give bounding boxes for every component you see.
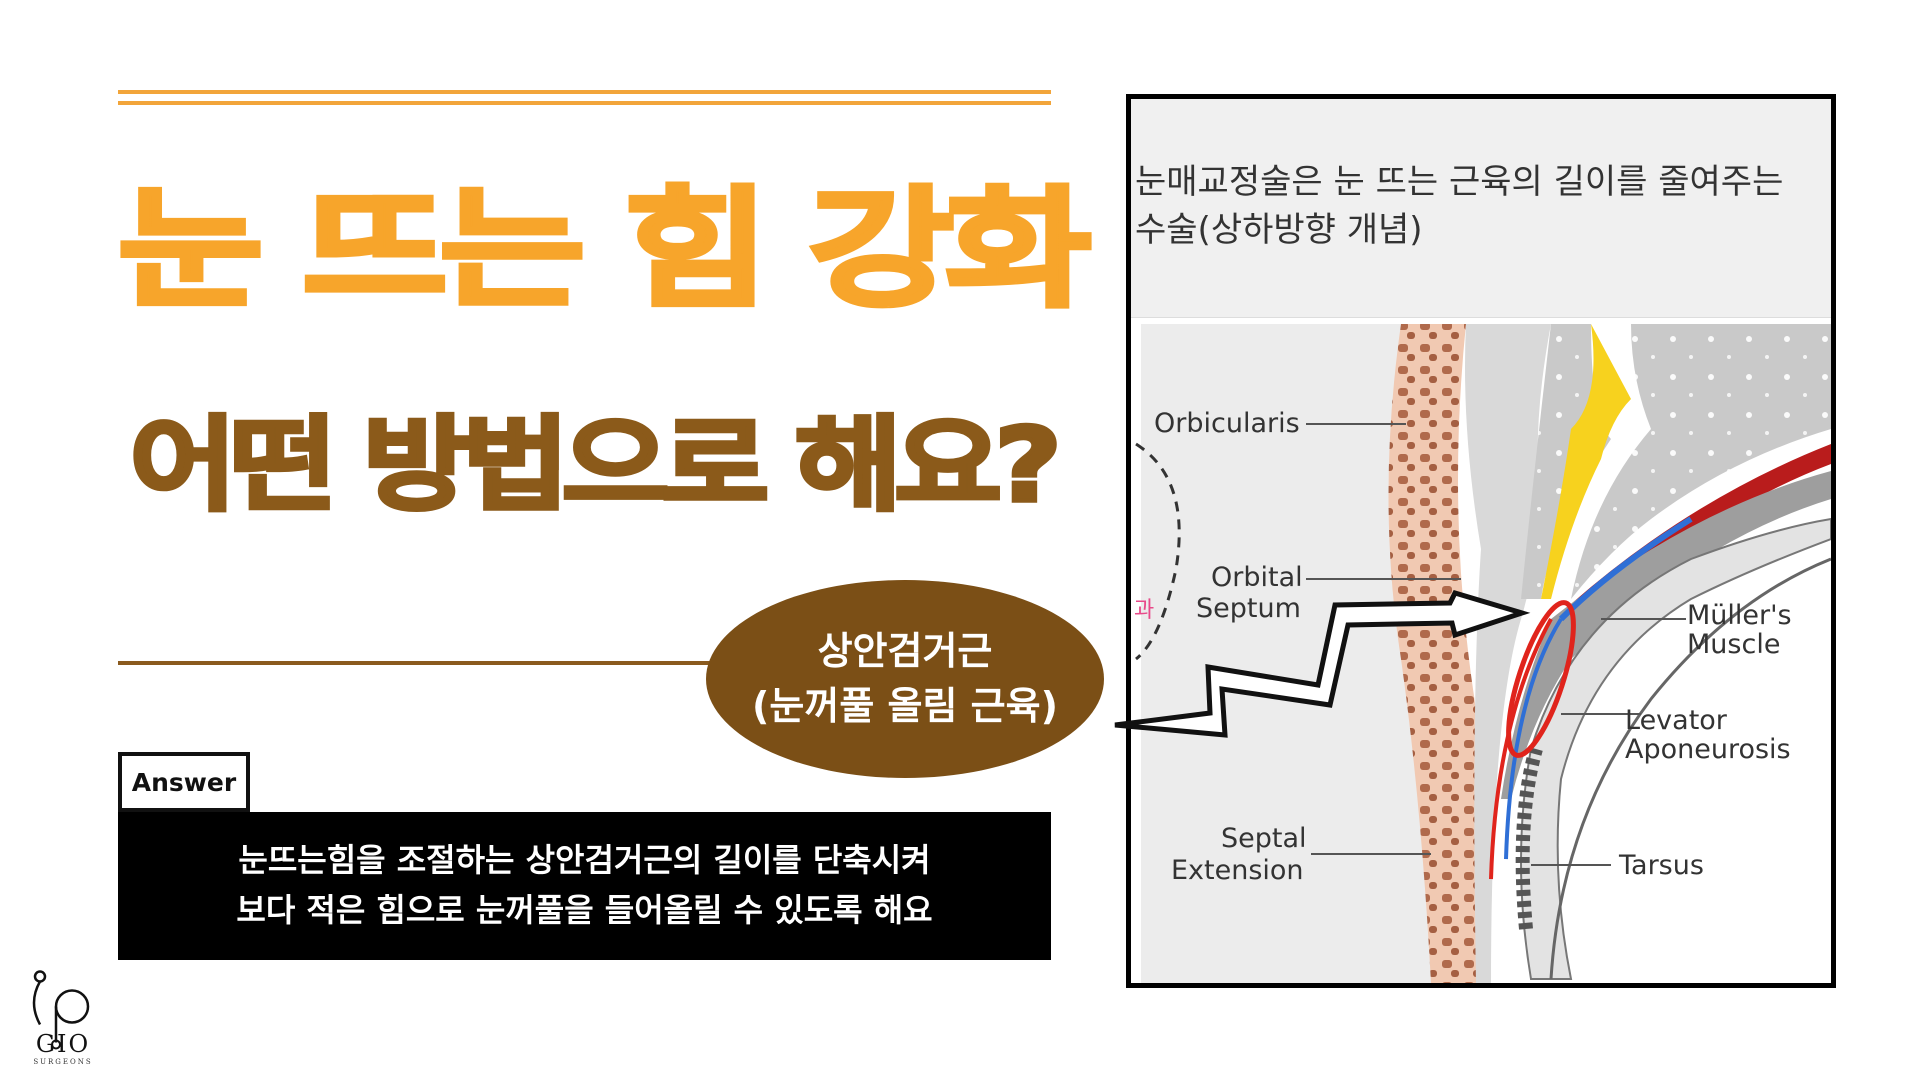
- muller-muscle-gray: [1501, 471, 1831, 799]
- label-levator-line1: Levator: [1625, 705, 1728, 736]
- label-tarsus: Tarsus: [1618, 850, 1704, 881]
- headline-line1: 눈 뜨는 힘 강화: [115, 174, 1094, 326]
- top-divider-line: [118, 90, 1051, 94]
- diagram-caption-line1: 눈매교정술은 눈 뜨는 근육의 길이를 줄여주는: [1135, 162, 1784, 202]
- orbital-fat: [1521, 324, 1611, 599]
- callout-line2: (눈꺼풀 올림 근육): [752, 684, 1058, 728]
- label-septal-line1: Septal: [1221, 823, 1307, 854]
- logo-name: GIO: [35, 1030, 91, 1058]
- top-divider-line: [118, 101, 1051, 105]
- callout-line1: 상안검거근: [817, 628, 993, 673]
- fat-yellow: [1541, 324, 1631, 599]
- diagram-header: 눈매교정술은 눈 뜨는 근육의 길이를 줄여주는 수술(상하방향 개념): [1131, 99, 1831, 318]
- logo-sub: SURGEONS: [33, 1058, 93, 1066]
- gio-logo-icon: [32, 970, 90, 1050]
- answer-box: 눈뜨는힘을 조절하는 상안검거근의 길이를 단축시켜 보다 적은 힘으로 눈꺼풀…: [118, 812, 1051, 960]
- answer-line2: 보다 적은 힘으로 눈꺼풀을 들어올릴 수 있도록 해요: [236, 891, 933, 929]
- skin-region: [1141, 324, 1461, 983]
- headline-line2: 어떤 방법으로 해요?: [128, 406, 1065, 525]
- tarsal-gland: [1515, 747, 1543, 930]
- diagram-caption: 눈매교정술은 눈 뜨는 근육의 길이를 줄여주는 수술(상하방향 개념): [1135, 159, 1783, 254]
- conjunctiva-line: [1549, 557, 1831, 980]
- orbicularis-muscle: [1388, 324, 1481, 983]
- middle-divider-line: [118, 661, 726, 665]
- partial-text: 과: [1134, 598, 1154, 623]
- label-septum: Septum: [1196, 593, 1301, 624]
- label-septal-line2: Extension: [1171, 855, 1304, 886]
- answer-line1: 눈뜨는힘을 조절하는 상안검거근의 길이를 단축시켜: [238, 841, 931, 880]
- answer-tab: Answer: [118, 752, 250, 812]
- highlight-ellipse: [1506, 600, 1576, 758]
- callout-bubble: 상안검거근 (눈꺼풀 올림 근육): [706, 580, 1104, 778]
- label-orbicularis: Orbicularis: [1154, 408, 1300, 439]
- preaponeurotic-fat: [1571, 324, 1831, 599]
- label-levator-line2: Aponeurosis: [1625, 734, 1791, 765]
- label-muller-line1: Müller's: [1687, 600, 1792, 631]
- label-orbital: Orbital: [1211, 562, 1303, 593]
- orbital-septum-region: [1465, 324, 1551, 983]
- eyelid-anatomy-diagram: 눈매교정술은 눈 뜨는 근육의 길이를 줄여주는 수술(상하방향 개념): [1126, 94, 1836, 988]
- eyelid-cross-section-illustration: 과 Orbicularis Orbital Septum Müller's Mu…: [1134, 324, 1831, 983]
- zigzag-arrow: [1114, 590, 1531, 738]
- arrow-shape: [1114, 590, 1531, 738]
- diagram-caption-line2: 수술(상하방향 개념): [1135, 209, 1423, 250]
- levator-blue-line-lower: [1504, 617, 1563, 860]
- label-muller-line2: Muscle: [1687, 629, 1780, 660]
